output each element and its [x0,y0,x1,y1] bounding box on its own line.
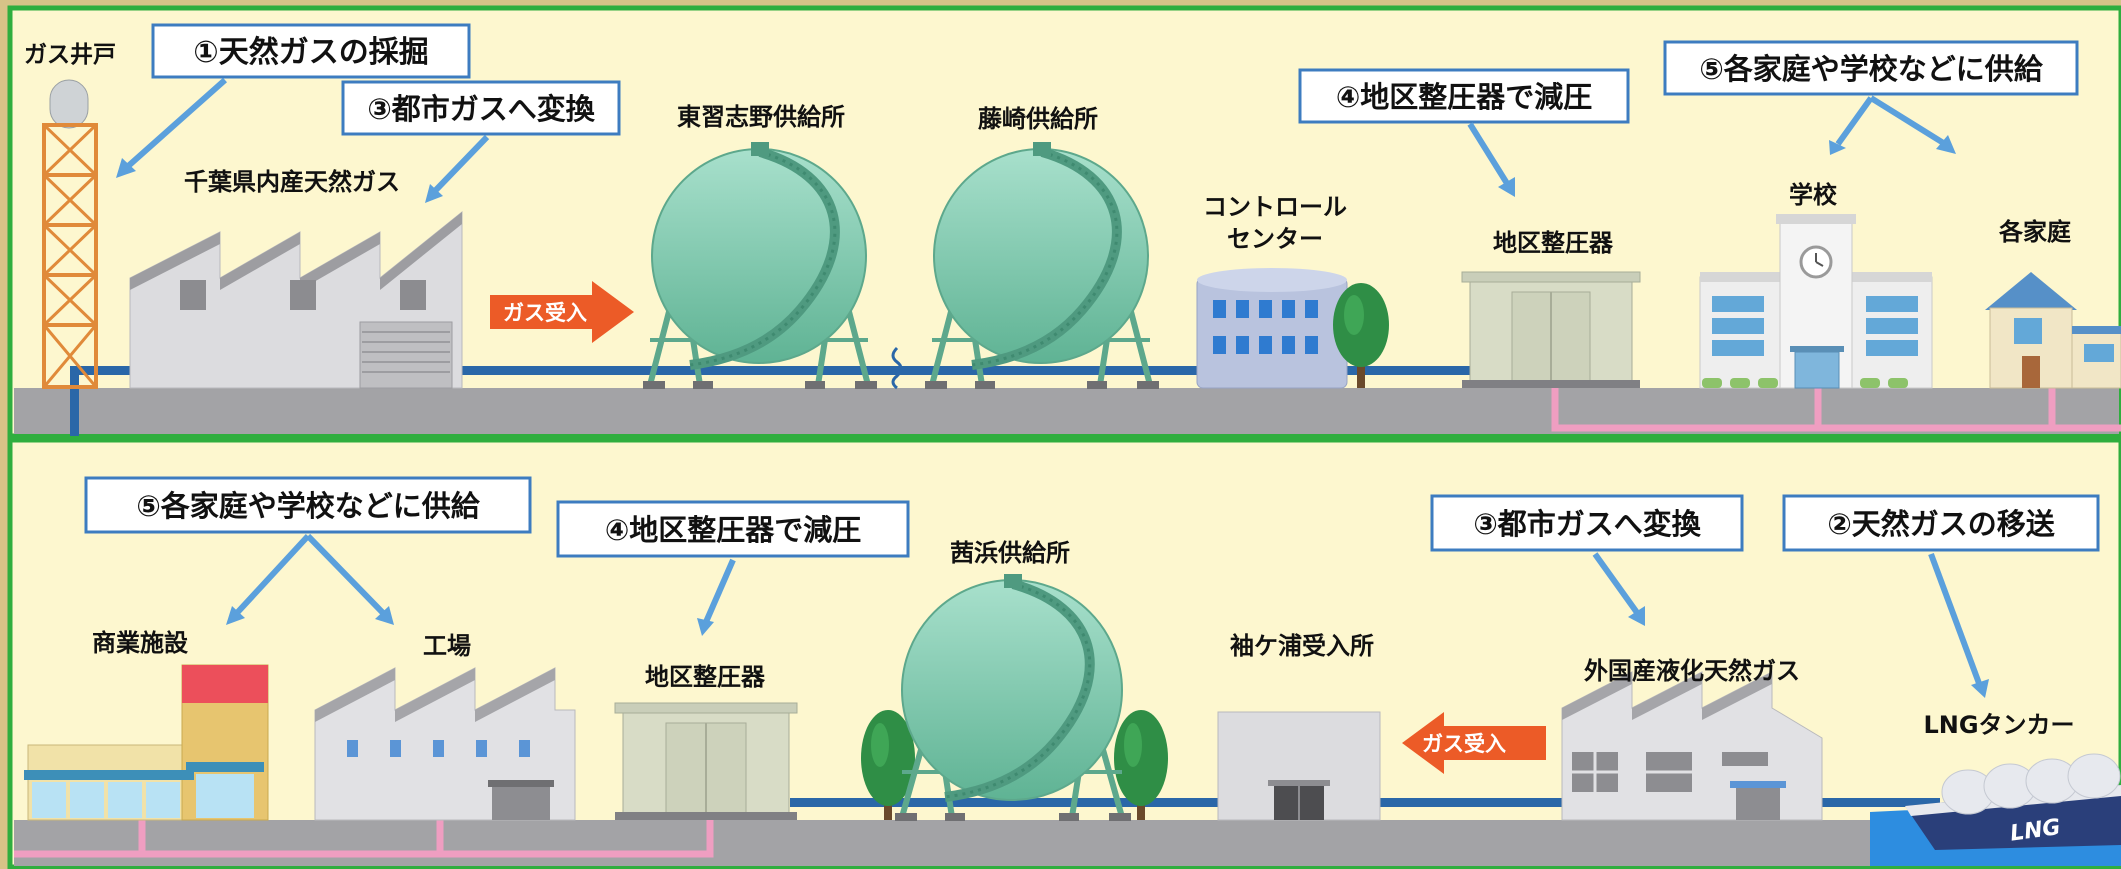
arrow-step2-pointer [1928,552,1983,688]
callout-step4-bottom-text: ④地区整圧器で減圧 [605,513,862,547]
callout-step3-bottom-text: ③都市ガスへ変換 [1473,507,1702,541]
gas-well-tower [42,79,98,389]
homes-label: 各家庭 [1998,218,2071,246]
callout-step5-top-text: ⑤各家庭や学校などに供給 [1699,52,2044,86]
tree-icon [1333,283,1389,388]
sodegaura-terminal-building [1217,711,1381,821]
tree-icon [1114,710,1168,820]
callout-step3-top-text: ③都市ガスへ変換 [367,92,596,126]
control-center-building [1196,268,1348,389]
sodegaura-label: 袖ケ浦受入所 [1230,632,1374,660]
regulator-bottom-label: 地区整圧器 [645,663,766,691]
lng-tanker-label: LNGタンカー [1923,711,2074,739]
arrow-step5-home-pointer [1869,95,1947,147]
tree-icon [861,710,915,820]
callout-step4-top-text: ④地区整圧器で減圧 [1336,80,1593,114]
district-regulator-top [1461,271,1641,388]
akanehama-label: 茜浜供給所 [950,539,1070,567]
house [1985,272,2121,389]
top-panel: ガス受入 [7,5,2121,439]
callout-step5-top: ⑤各家庭や学校などに供給 [1663,40,2079,96]
gas-intake-label-top: ガス受入 [503,301,587,325]
arrow-step5-school-pointer [1835,96,1874,146]
callout-step3-bottom: ③都市ガスへ変換 [1430,494,1744,552]
chiba-gas-plant [129,210,463,389]
callout-step4-bottom: ④地区整圧器で減圧 [556,500,910,558]
bottom-callout-arrows [226,533,1989,698]
higashi-narashino-tank [643,142,877,389]
top-distribution-pipe [1551,388,2121,432]
lng-plant-building [1561,671,1823,821]
school-label: 学校 [1789,181,1838,209]
fujisaki-label: 藤崎供給所 [978,105,1098,133]
pipe-break-symbol [891,346,903,390]
akanehama-tank [895,574,1131,821]
bottom-ground [14,820,2119,866]
factory-building [314,667,576,821]
callout-step2: ②天然ガスの移送 [1782,494,2100,552]
arrow-step3-top-pointer [431,134,490,195]
regulator-top-label: 地区整圧器 [1493,229,1614,257]
gas-well-label: ガス井戸 [24,42,116,68]
callout-step1: ①天然ガスの採掘 [151,23,471,79]
bottom-panel: ガス受入 LNG ⑤各家庭や学校などに供給 [7,437,2121,869]
fujisaki-tank [925,142,1159,389]
control-center-label-line1: コントロール [1203,193,1347,221]
arrow-step1-pointer [124,77,227,171]
gas-intake-label-bottom: ガス受入 [1422,732,1506,756]
callout-step4-top: ④地区整圧器で減圧 [1298,68,1630,124]
arrow-step4-bottom-pointer [703,558,736,624]
callout-step5-bottom-text: ⑤各家庭や学校などに供給 [136,489,481,523]
bottom-distribution-pipe [14,820,714,858]
commercial-label: 商業施設 [92,629,189,657]
lng-tanker-ship: LNG [1905,753,2121,850]
control-center-label-line2: センター [1227,225,1323,253]
higashi-narashino-label: 東習志野供給所 [677,103,845,131]
gas-intake-arrow-bottom: ガス受入 [1402,712,1546,774]
arrow-step5-commercial-pointer [233,533,311,617]
chiba-gas-label: 千葉県内産天然ガス [184,168,400,196]
gas-intake-arrow-top: ガス受入 [490,281,634,343]
top-callout-arrows [116,77,1956,203]
arrow-step3-bottom-pointer [1592,552,1641,616]
school-building [1699,214,1933,389]
callout-step5-bottom: ⑤各家庭や学校などに供給 [84,476,532,534]
callout-step2-text: ②天然ガスの移送 [1827,507,2055,541]
factory-label: 工場 [423,632,471,660]
commercial-building [24,664,269,821]
callout-step3-top: ③都市ガスへ変換 [341,80,621,136]
well-pipe-vertical [70,366,79,436]
top-gas-pipe [72,366,1470,375]
foreign-lng-label: 外国産液化天然ガス [1584,657,1800,685]
callout-step1-text: ①天然ガスの採掘 [193,35,428,70]
arrow-step5-factory-pointer [305,533,387,617]
arrow-step4-top-pointer [1467,122,1511,187]
district-regulator-bottom [614,702,798,820]
